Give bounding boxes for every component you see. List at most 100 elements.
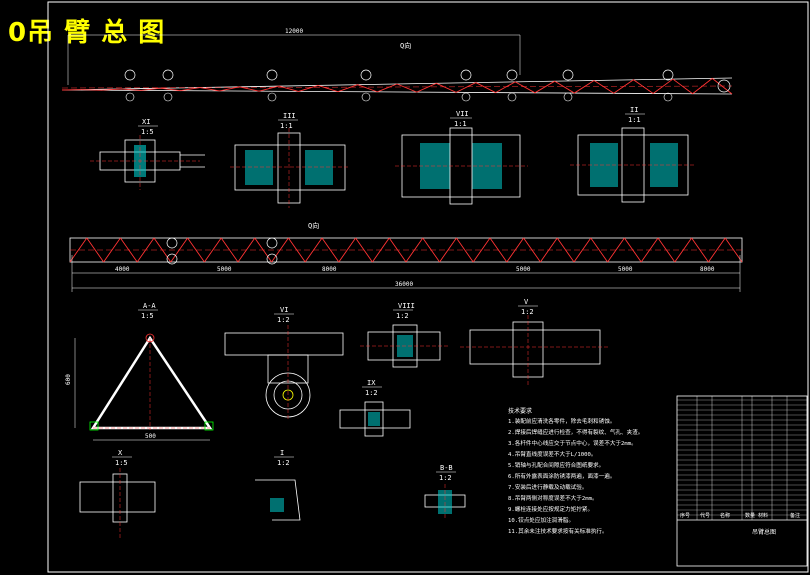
side-lacing	[489, 237, 508, 263]
side-lacing	[590, 237, 608, 263]
note-line: 9.螺栓连接处应按规定力矩拧紧。	[508, 505, 593, 513]
note-line: 5.销轴与孔配合间隙应符合图纸要求。	[508, 461, 604, 469]
side-lacing	[405, 237, 424, 263]
top-node-circle	[461, 92, 471, 102]
side-lacing	[187, 237, 205, 263]
top-node-circle	[663, 92, 673, 102]
top-lacing	[377, 83, 398, 93]
title-block: 吊臂总图 序号代号名称数量材料备注	[676, 395, 808, 567]
detail-x: X 1:5	[79, 449, 156, 540]
note-line: 11.其余未注技术要求按有关标准执行。	[508, 527, 608, 535]
side-lacing	[640, 237, 659, 263]
side-node-circle	[166, 253, 178, 265]
top-lacing	[396, 83, 417, 93]
side-lacing	[388, 237, 407, 263]
top-node-circle	[266, 69, 278, 81]
side-lacing	[120, 237, 138, 263]
top-node-circle	[562, 69, 574, 81]
top-dim-text: 12000	[285, 28, 303, 35]
tb-header-cell: 备注	[790, 512, 800, 519]
notes-title: 技术要求	[508, 407, 532, 415]
top-lacing	[652, 78, 674, 94]
side-lacing	[220, 237, 239, 263]
side-lacing	[422, 237, 440, 263]
top-lacing	[554, 80, 575, 94]
top-lacing	[534, 80, 555, 94]
tb-drawing-name: 吊臂总图	[752, 528, 776, 536]
svg-text:V: V	[524, 298, 529, 306]
svg-text:X: X	[118, 449, 123, 457]
svg-text:1:1: 1:1	[628, 116, 641, 124]
side-lacing	[136, 237, 155, 263]
side-dim-0: 4000	[115, 266, 130, 273]
top-lacing	[81, 89, 102, 91]
side-lacing	[439, 237, 457, 263]
svg-text:A-A: A-A	[143, 302, 156, 310]
side-view-truss	[69, 237, 743, 265]
top-lacing	[593, 80, 615, 94]
top-node-circle	[507, 92, 517, 102]
svg-text:1:1: 1:1	[280, 122, 293, 130]
top-lacing	[298, 84, 319, 92]
detail-vii: VII 1:1	[395, 110, 528, 205]
top-lacing	[672, 78, 693, 95]
top-lacing	[515, 81, 536, 94]
side-lacing	[69, 237, 88, 263]
top-lacing	[278, 85, 299, 92]
side-lacing	[607, 237, 625, 263]
side-lacing	[86, 237, 104, 263]
svg-text:1:5: 1:5	[115, 459, 128, 467]
side-lacing	[103, 237, 121, 263]
side-lacing	[304, 237, 323, 263]
detail-a-a: A-A 1:5 600 500	[65, 302, 214, 441]
side-lacing	[657, 237, 676, 263]
side-lacing	[456, 237, 474, 263]
side-lacing	[355, 237, 373, 263]
note-line: 1.装配前应清洗各零件，除去毛刺和锈蚀。	[508, 417, 615, 425]
svg-text:1:2: 1:2	[521, 308, 534, 316]
top-node-circle	[662, 69, 674, 81]
technical-notes: 技术要求 1.装配前应清洗各零件，除去毛刺和锈蚀。2.焊接后焊缝应进行检查，不得…	[508, 407, 643, 535]
side-node-circle	[266, 237, 278, 249]
top-node-circle	[563, 92, 573, 102]
side-lacing	[724, 237, 743, 263]
top-lacing	[121, 88, 141, 91]
svg-text:1:2: 1:2	[277, 459, 290, 467]
top-lacing	[101, 88, 122, 91]
svg-text:500: 500	[145, 433, 156, 440]
svg-text:VII: VII	[456, 110, 469, 118]
tb-header-cell: 数量	[745, 512, 755, 519]
note-line: 6.所有外露表面涂防锈漆两遍，面漆一遍。	[508, 472, 615, 480]
detail-v: V 1:2	[460, 298, 610, 385]
note-line: 7.安装后进行静载及动载试验。	[508, 483, 587, 491]
svg-text:1:1: 1:1	[454, 120, 467, 128]
side-lacing	[288, 237, 306, 263]
tb-header-cell: 代号	[700, 512, 710, 519]
tb-header-cell: 名称	[720, 512, 730, 519]
detail-iii: III 1:1	[230, 112, 350, 208]
top-lacing	[712, 78, 733, 95]
top-centerline	[61, 85, 733, 89]
side-dim-5: 8000	[700, 266, 715, 273]
top-lacing	[140, 87, 161, 91]
side-lacing	[472, 237, 491, 263]
side-lacing	[556, 237, 575, 263]
drawing-border	[47, 1, 809, 573]
top-lacing	[475, 82, 496, 93]
svg-text:1:5: 1:5	[141, 312, 154, 320]
svg-text:B-B: B-B	[440, 464, 453, 472]
svg-text:1:2: 1:2	[439, 474, 452, 482]
side-lacing	[321, 237, 340, 263]
top-node-circle	[124, 69, 136, 81]
note-line: 10.铰点处应加注润滑脂。	[508, 516, 574, 524]
tb-header-cell: 材料	[758, 512, 768, 519]
detail-viii: VIII 1:2	[360, 302, 448, 368]
side-dim-1: 5000	[217, 266, 232, 273]
side-lacing	[237, 237, 256, 263]
svg-text:600: 600	[65, 374, 72, 385]
top-lacing	[239, 86, 260, 92]
side-lacing	[271, 237, 289, 263]
svg-text:1:5: 1:5	[141, 128, 154, 136]
top-lacing	[199, 87, 220, 92]
